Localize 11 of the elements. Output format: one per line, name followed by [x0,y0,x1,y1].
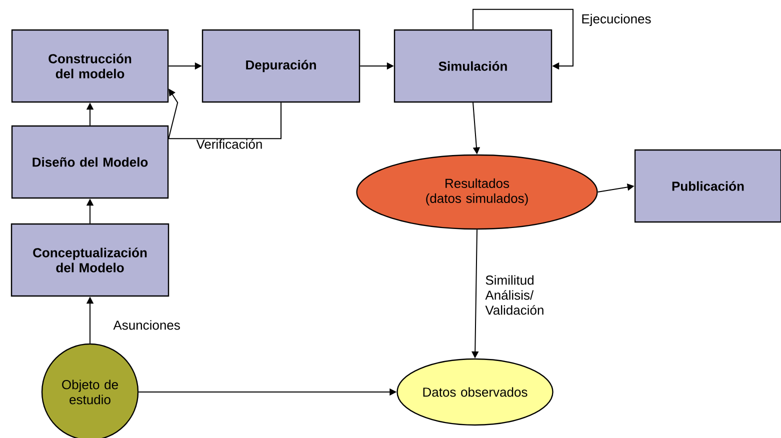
process-box: Simulación [394,29,552,103]
process-box: Construcción del modelo [11,29,169,103]
edge-label: Verificación [196,139,262,149]
process-box: Diseño del Modelo [11,125,169,199]
process-box: Depuración [202,29,360,103]
process-box: Conceptualización del Modelo [10,223,170,297]
edge-label: Similitud Análisis/ Validación [485,275,544,315]
edge-label: Asunciones [113,320,180,330]
process-box: Publicación [634,149,781,223]
edge-label: Ejecuciones [582,14,651,26]
arrow [472,8,574,70]
